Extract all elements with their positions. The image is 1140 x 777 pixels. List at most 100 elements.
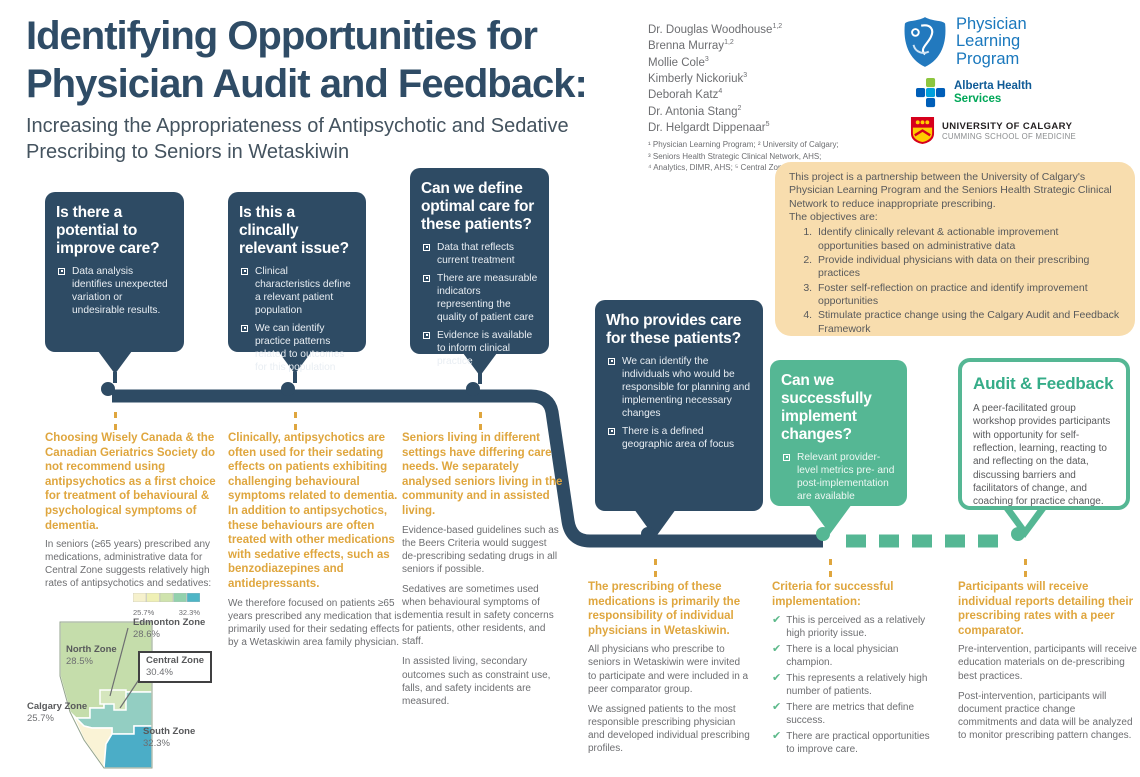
checklist-item: ✔ This is perceived as a relatively high …	[772, 614, 935, 640]
central-pointer-line	[119, 677, 141, 709]
gold-dash-connector	[829, 559, 832, 577]
flow-bullet: There is a defined geographic area of fo…	[608, 425, 752, 451]
column-clinical-context: Clinically, antipsychotics are often use…	[228, 431, 405, 656]
timeline-node-4	[641, 527, 655, 541]
column-paragraph: Evidence-based guidelines such as the Be…	[402, 524, 559, 575]
gold-dash-connector	[479, 412, 482, 430]
column-heading: Choosing Wisely Canada & the Canadian Ge…	[45, 432, 216, 532]
map-outline	[59, 621, 153, 769]
square-bullet-icon	[423, 332, 430, 340]
flow-bullet: We can identify the individuals who woul…	[608, 355, 752, 420]
title-line-2: Physician Audit and Feedback:	[26, 62, 588, 106]
timeline-node-5	[816, 527, 830, 541]
flow-bullet-text: Data that reflects current treatment	[437, 241, 515, 266]
square-bullet-icon	[608, 428, 615, 436]
uofc-logo: UNIVERSITY OF CALGARY CUMMING SCHOOL OF …	[910, 116, 1140, 145]
checklist-item: ✔There are practical opportunities to im…	[772, 730, 935, 756]
flow-box-title: Is there a potential to improve care?	[56, 204, 160, 257]
flow-box-title: Can we define optimal care for these pat…	[421, 180, 535, 233]
timeline-node-6	[1011, 527, 1025, 541]
checklist-text: There is a local physician champion.	[786, 644, 899, 669]
objective-item: Identify clinically relevant & actionabl…	[815, 226, 1121, 253]
checklist-text: This represents a relatively high number…	[786, 673, 928, 698]
poster-title: Identifying Opportunities for Physician …	[26, 12, 626, 108]
column-paragraph: Pre-intervention, participants will rece…	[958, 644, 1137, 682]
flow-box-title: Audit & Feedback	[973, 374, 1114, 393]
objective-item: Foster self-reflection on practice and i…	[815, 282, 1121, 309]
column-heading: The prescribing of these medications is …	[588, 581, 741, 637]
author: Deborah Katz4	[648, 88, 723, 102]
gold-dash-connector	[654, 559, 657, 577]
uofc-crest-icon	[910, 117, 935, 144]
box2-pointer	[278, 351, 312, 374]
author: Brenna Murray1,2	[648, 39, 734, 53]
square-bullet-icon	[423, 243, 430, 251]
square-bullet-icon	[423, 275, 430, 282]
timeline-solid-line	[112, 389, 823, 548]
flow-bullet: Data analysis identifies unexpected vari…	[58, 265, 173, 317]
box5-pointer	[808, 504, 852, 534]
checklist-item: ✔This represents a relatively high numbe…	[772, 672, 935, 698]
checklist-text: This is perceived as a relatively high p…	[786, 615, 926, 640]
affiliation-line: ¹ Physician Learning Program; ² Universi…	[648, 140, 839, 150]
objectives-intro: This project is a partnership between th…	[789, 171, 1112, 210]
check-icon: ✔	[772, 614, 782, 627]
column-paragraph: In seniors (≥65 years) prescribed any me…	[45, 539, 212, 590]
flow-box-audit-feedback: Audit & Feedback A peer-facilitated grou…	[958, 358, 1130, 510]
gold-dash-connector	[114, 412, 117, 430]
flow-box-title: Is this a clincally relevant issue?	[239, 204, 349, 257]
flow-bullet: There are measurable indicators represen…	[423, 272, 538, 324]
objective-item: Stimulate practice change using the Calg…	[815, 309, 1121, 336]
square-bullet-icon	[58, 267, 65, 275]
legend-min-label: 25.7%	[133, 608, 155, 617]
flow-box-relevant-issue: Is this a clincally relevant issue? Clin…	[228, 192, 366, 373]
box6-pointer-fill	[1009, 505, 1041, 527]
box3-pointer	[463, 353, 497, 376]
column-paragraph: We therefore focused on patients ≥65 yea…	[228, 597, 402, 648]
column-settings: Seniors living in different settings hav…	[402, 431, 563, 715]
column-prescriber-responsibility: The prescribing of these medications is …	[588, 580, 751, 762]
box1-pointer	[98, 351, 132, 374]
dash-connector	[293, 372, 297, 383]
timeline-node-1	[101, 382, 115, 396]
square-bullet-icon	[783, 453, 790, 461]
objectives-label: The objectives are:	[789, 210, 878, 223]
flow-box-title: Can we successfully implement changes?	[781, 372, 872, 443]
gold-dash-connector	[294, 412, 297, 430]
legend-labels: 25.7% 32.3%	[133, 608, 200, 617]
flow-bullet-text: Evidence is available to inform clinical…	[437, 330, 533, 368]
checklist-item: ✔There is a local physician champion.	[772, 643, 935, 669]
author: Dr. Douglas Woodhouse1,2	[648, 23, 783, 36]
column-heading: Clinically, antipsychotics are often use…	[228, 432, 398, 590]
flow-bullet-text: We can identify the individuals who woul…	[622, 355, 751, 420]
flow-box-implement-changes: Can we successfully implement changes? R…	[770, 360, 907, 506]
checklist-text: There are metrics that define success.	[786, 702, 915, 727]
flow-bullet: Clinical characteristics define a releva…	[241, 265, 355, 317]
author-list: Dr. Douglas Woodhouse1,2 Brenna Murray1,…	[648, 22, 898, 174]
column-individual-reports: Participants will receive individual rep…	[958, 580, 1137, 749]
square-bullet-icon	[608, 357, 615, 365]
column-heading: Seniors living in different settings hav…	[402, 432, 563, 517]
flow-bullet: Relevant provider-level metrics pre- and…	[783, 451, 896, 503]
subtitle-line-1: Increasing the Appropriateness of Antips…	[26, 115, 569, 137]
column-heading: Criteria for successful implementation:	[772, 581, 894, 608]
column-paragraph: In assisted living, secondary outcomes s…	[402, 656, 551, 707]
objectives-list: Identify clinically relevant & actionabl…	[789, 226, 1121, 336]
timeline-node-2	[281, 382, 295, 396]
plp-logo-text: Physician Learning Program	[956, 15, 1027, 68]
ahs-cross-icon	[916, 78, 946, 108]
square-bullet-icon	[241, 325, 248, 333]
timeline-node-3	[466, 382, 480, 396]
flow-box-title: Who provides care for these patients?	[606, 312, 742, 347]
poster-subtitle: Increasing the Appropriateness of Antips…	[26, 113, 626, 166]
dash-connector	[478, 373, 482, 384]
column-paragraph: Sedatives are sometimes used when behavi…	[402, 583, 554, 648]
column-heading: Participants will receive individual rep…	[958, 581, 1134, 637]
flow-bullet: Data that reflects current treatment	[423, 241, 538, 267]
logo-block: Physician Learning Program Alberta Healt…	[902, 16, 1140, 145]
column-paragraph: We assigned patients to the most respons…	[588, 703, 750, 755]
objectives-panel: This project is a partnership between th…	[775, 162, 1135, 336]
